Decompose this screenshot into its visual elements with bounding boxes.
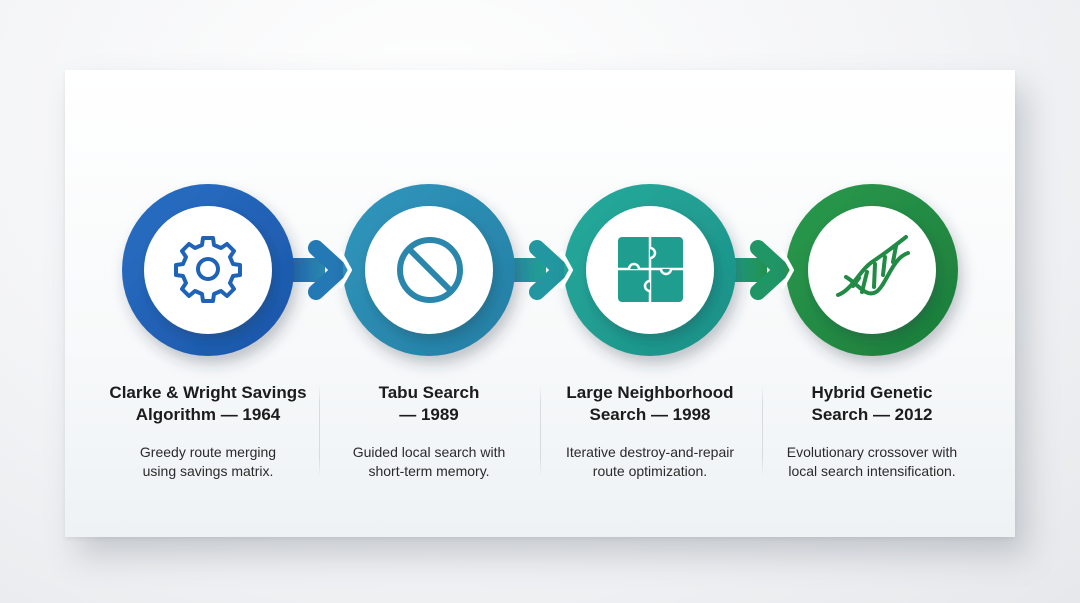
divider-1 xyxy=(319,385,320,477)
step-2: Tabu Search— 1989 Guided local search wi… xyxy=(319,382,539,481)
gear-icon xyxy=(174,236,242,303)
puzzle-icon xyxy=(618,237,683,302)
divider-3 xyxy=(762,385,763,477)
step-circle-1 xyxy=(122,184,294,356)
divider-2 xyxy=(540,385,541,477)
step-circle-4 xyxy=(780,184,958,356)
step-title: Tabu Search— 1989 xyxy=(378,383,480,424)
dna-icon xyxy=(836,235,910,297)
prohibited-icon xyxy=(397,237,463,303)
